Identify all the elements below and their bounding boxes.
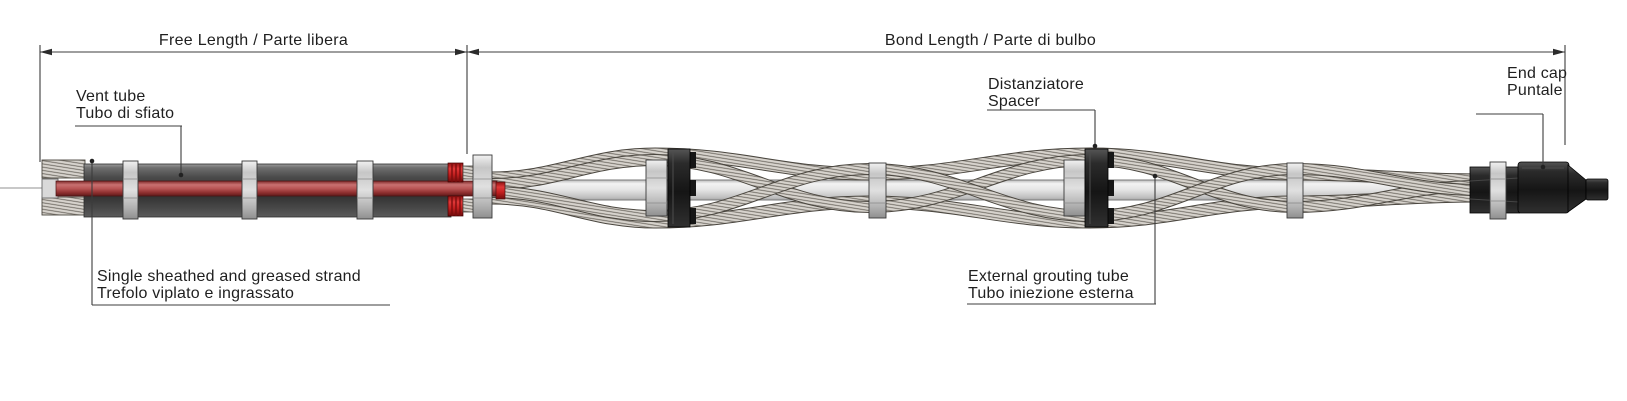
sheath-collar [122, 160, 139, 220]
transition-spacer-block [472, 154, 493, 219]
callout-sheathed-strand-line2: Trefolo viplato e ingrassato [97, 284, 295, 302]
callout-end-cap-line2: Puntale [1507, 81, 1563, 99]
callout-spacer-line2: Spacer [988, 92, 1040, 110]
spacer-gear [667, 148, 696, 228]
sheath-collars [122, 160, 374, 220]
vent-tube [55, 180, 498, 197]
strand-band-1 [868, 162, 887, 219]
arrowhead-middle-left [455, 48, 467, 56]
arrowhead-middle-right [467, 48, 479, 56]
dim-label-free-length: Free Length / Parte libera [158, 32, 349, 49]
callout-vent-tube-line2: Tubo di sfiato [76, 104, 175, 122]
leader-grouting-tube [967, 177, 1156, 305]
callout-grouting-tube-line1: External grouting tube [968, 268, 1129, 285]
dim-label-bond-length: Bond Length / Parte di bulbo [884, 32, 1097, 49]
spacer-collar [1063, 159, 1086, 217]
exposed-strands-left-bottom [41, 196, 86, 216]
leader-end-cap [1476, 113, 1544, 166]
callout-grouting-tube-line2: Tubo iniezione esterna [968, 284, 1134, 302]
arrowhead-left [40, 48, 52, 56]
dimension-arrowheads [40, 48, 1565, 56]
callout-end-cap: End cap Puntale [1507, 65, 1568, 99]
strand-band-2 [1286, 162, 1304, 219]
callout-spacer-line1: Distanziatore [988, 76, 1084, 93]
callout-end-cap-line1: End cap [1507, 65, 1568, 82]
end-collar [1489, 161, 1507, 220]
callout-spacer: Distanziatore Spacer [988, 76, 1084, 110]
arrowhead-right [1553, 48, 1565, 56]
spacer-gear [1084, 148, 1114, 228]
vent-tube-end-seal [495, 181, 506, 200]
leader-dots [89, 143, 1546, 179]
dimension-lines [39, 45, 1566, 162]
callout-vent-tube-line1: Vent tube [76, 88, 146, 105]
leader-lines [75, 109, 1544, 306]
callout-vent-tube: Vent tube Tubo di sfiato [76, 88, 175, 122]
callout-sheathed-strand-line1: Single sheathed and greased strand [97, 268, 361, 285]
end-cap-stub [1585, 178, 1609, 201]
spacer-collar [645, 159, 668, 217]
leader-sheathed-strand [91, 162, 390, 306]
callout-grouting-tube: External grouting tube Tubo iniezione es… [968, 268, 1134, 302]
spacer-assembly-2 [1063, 148, 1114, 228]
end-cap-cone [1567, 164, 1587, 213]
leader-spacer [987, 109, 1096, 145]
sheath-collar [241, 160, 258, 220]
end-cap-body [1517, 161, 1570, 214]
free-length-assembly [41, 154, 506, 220]
sheath-end-seals [447, 162, 475, 217]
callout-sheathed-strand: Single sheathed and greased strand Trefo… [97, 268, 361, 302]
exposed-strands-left-top [41, 159, 86, 179]
leader-vent-tube [75, 125, 182, 175]
end-cap-assembly [1469, 161, 1609, 220]
sheath-collar [356, 160, 374, 220]
spacer-assembly-1 [645, 148, 696, 228]
vent-tube-left-end [41, 178, 59, 199]
